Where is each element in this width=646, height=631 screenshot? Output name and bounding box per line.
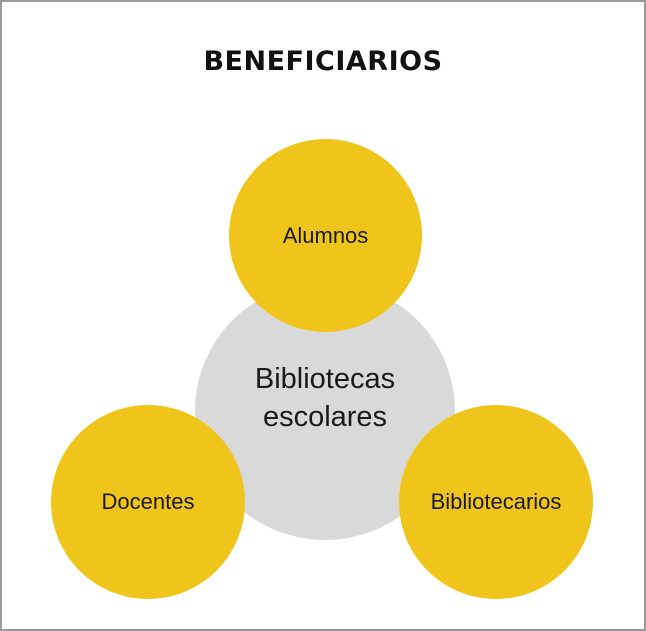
node-alumnos: Alumnos — [229, 139, 422, 332]
node-alumnos-label: Alumnos — [282, 222, 369, 248]
diagram-title: BENEFICIARIOS — [203, 46, 443, 77]
node-bibliotecarios: Bibliotecarios — [399, 405, 593, 599]
node-docentes: Docentes — [51, 405, 245, 599]
center-label: Bibliotecas escolares — [254, 363, 396, 433]
node-bibliotecarios-label: Bibliotecarios — [430, 489, 562, 514]
node-docentes-label: Docentes — [101, 489, 195, 514]
